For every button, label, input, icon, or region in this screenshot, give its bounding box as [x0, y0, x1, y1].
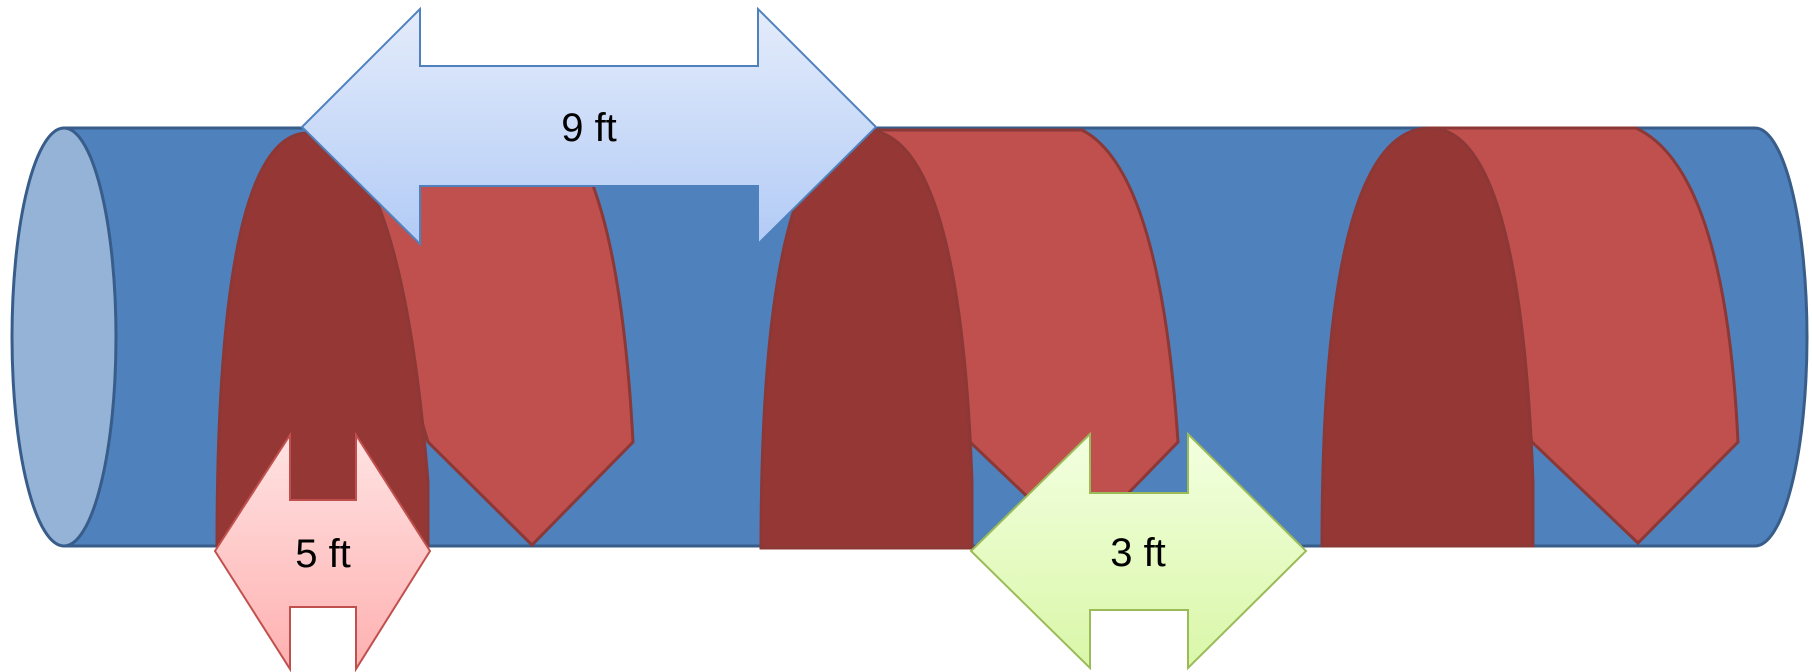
wrap-band-2	[759, 128, 1180, 550]
label-9ft: 9 ft	[561, 106, 617, 150]
label-5ft: 5 ft	[295, 532, 351, 576]
label-3ft: 3 ft	[1110, 531, 1166, 575]
wrap-band-3-back	[1320, 126, 1535, 548]
pipe-open-end	[10, 126, 118, 548]
blue-double-arrow	[300, 6, 878, 247]
dimension-arrow-9ft: 9 ft	[300, 6, 878, 247]
green-double-arrow	[969, 431, 1308, 671]
dimension-arrow-3ft: 3 ft	[969, 431, 1308, 671]
dimension-arrow-5ft: 5 ft	[213, 431, 432, 672]
wrap-band-3	[1320, 126, 1740, 548]
wrap-band-3-front	[1427, 126, 1740, 546]
red-double-arrow	[213, 431, 432, 672]
